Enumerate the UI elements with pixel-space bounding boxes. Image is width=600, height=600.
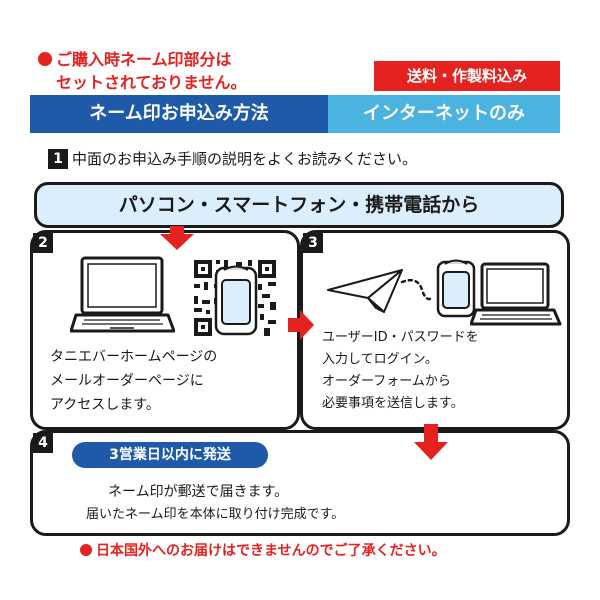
paper-plane-icon <box>327 269 434 313</box>
step3-number: 3 <box>303 233 323 253</box>
step3-line: オーダーフォームから <box>322 374 451 389</box>
step3-text: ユーザーID・パスワードを 入力してログイン。 オーダーフォームから 必要事項を… <box>322 327 572 415</box>
mobile-phone-icon <box>436 259 476 318</box>
application-method-banner: ネーム印お申込み方法 <box>30 95 328 133</box>
red-dot-icon <box>38 52 52 66</box>
notice-top-line2: セットされておりません。 <box>56 73 247 92</box>
step4-number: 4 <box>33 433 53 453</box>
step2-line: メールオーダーページに <box>50 373 204 389</box>
step4-line1: ネーム印が郵送で届きます。 <box>108 484 289 500</box>
step4-line2: 届いたネーム印を本体に取り付け完成です。 <box>86 507 345 522</box>
red-dot-icon <box>80 544 92 556</box>
notice-top: ご購入時ネーム印部分は セットされておりません。 <box>38 48 247 94</box>
mobile-phone-icon <box>214 265 258 336</box>
pc-smartphone-banner: パソコン・スマートフォン・携帯電話から <box>34 182 564 228</box>
step1-number: 1 <box>48 149 68 169</box>
ship-within-3-days-badge: 3営業日以内に発送 <box>72 442 268 468</box>
notice-bottom: 日本国外へのお届けはできませんのでご了承ください。 <box>80 541 446 561</box>
step3-line: ユーザーID・パスワードを <box>322 330 479 345</box>
internet-only-banner: インターネットのみ <box>328 95 560 133</box>
step2-line: タニエバーホームページの <box>50 349 218 365</box>
arrow-right-icon <box>288 310 314 340</box>
step1-text: 中面のお申込み手順の説明をよくお読みください。 <box>72 150 418 168</box>
step3-line: 必要事項を送信します。 <box>322 396 464 411</box>
step2-number: 2 <box>33 233 53 253</box>
step2-line: アクセスします。 <box>50 397 160 413</box>
step2-text: タニエバーホームページの メールオーダーページに アクセスします。 <box>50 345 300 417</box>
notice-top-line1: ご購入時ネーム印部分は <box>56 50 232 69</box>
notice-bottom-text: 日本国外へのお届けはできませんのでご了承ください。 <box>96 543 446 559</box>
laptop-icon <box>470 262 562 326</box>
arrow-down-icon <box>414 424 448 460</box>
step3-line: 入力してログイン。 <box>322 352 438 367</box>
laptop-icon <box>70 256 175 333</box>
shipping-included-badge: 送料・作製料込み <box>374 61 560 91</box>
arrow-down-icon <box>160 226 194 250</box>
